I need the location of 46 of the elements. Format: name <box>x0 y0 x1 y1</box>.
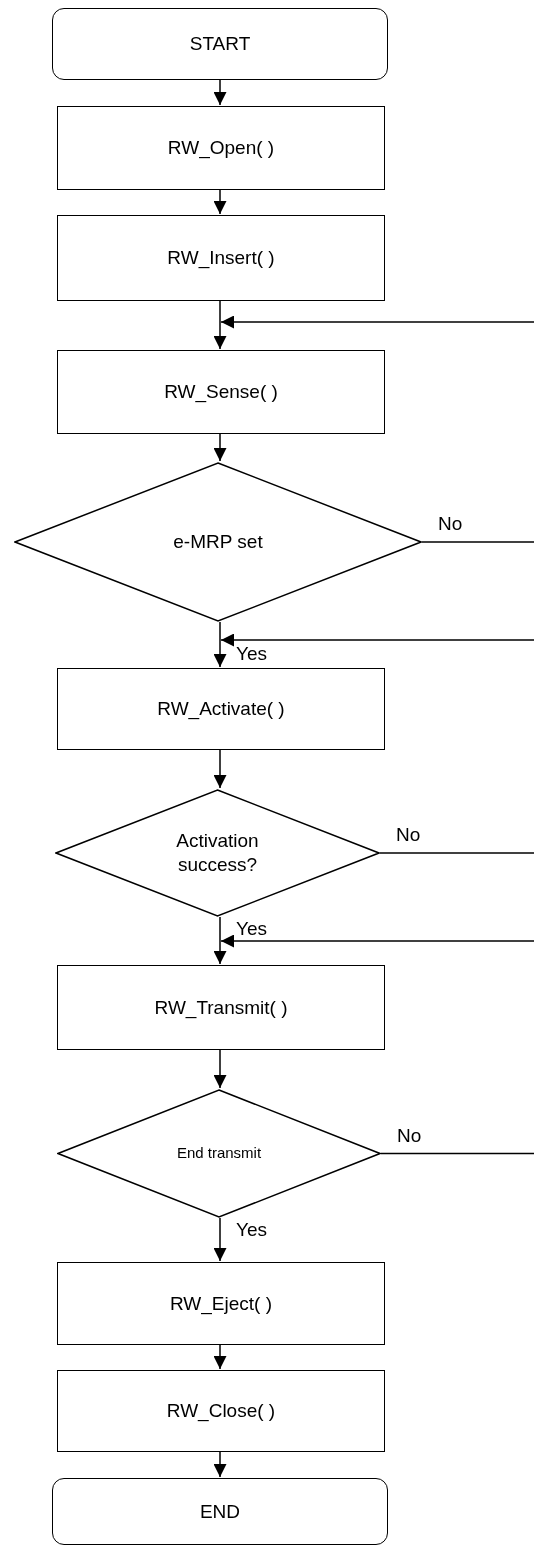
arrow <box>213 1049 227 1089</box>
arrow <box>213 79 227 106</box>
process-box <box>57 1262 385 1345</box>
arrow <box>213 189 227 215</box>
node-label: RW_Insert( ) <box>167 246 275 270</box>
process-box <box>57 668 385 750</box>
node-label: RW_Transmit( ) <box>154 995 288 1020</box>
process-box <box>57 350 385 434</box>
decision-diamond <box>57 1089 381 1218</box>
node-label: START <box>189 32 251 56</box>
edge-label: No <box>436 514 465 533</box>
arrow <box>213 621 227 668</box>
arrow <box>213 300 227 350</box>
arrow <box>213 1451 227 1478</box>
arrow <box>213 916 227 965</box>
terminal-box <box>52 1478 388 1545</box>
node-label: RW_Close( ) <box>166 1399 276 1423</box>
arrow <box>213 1217 227 1262</box>
edge-label: No <box>394 825 423 844</box>
arrow <box>220 633 534 647</box>
decision-diamond <box>55 789 380 917</box>
edge-label: Yes <box>234 644 269 663</box>
arrow <box>213 749 227 789</box>
process-box <box>57 965 385 1050</box>
node-label: RW_Activate( ) <box>157 697 285 721</box>
connector-line <box>379 852 534 854</box>
decision-diamond <box>14 462 422 622</box>
process-box <box>57 106 385 190</box>
arrow <box>220 315 534 329</box>
arrow <box>213 1344 227 1370</box>
edge-label: Yes <box>234 1220 269 1239</box>
arrow <box>213 433 227 462</box>
node-label: RW_Open( ) <box>167 136 275 160</box>
node-label: RW_Eject( ) <box>169 1291 273 1316</box>
connector-line <box>421 541 534 543</box>
edge-label: Yes <box>234 919 269 938</box>
process-box <box>57 215 385 301</box>
node-label: RW_Sense( ) <box>164 380 278 404</box>
process-box <box>57 1370 385 1452</box>
node-label: e-MRP set <box>173 530 263 554</box>
node-label: END <box>199 1499 241 1524</box>
arrow <box>220 934 534 948</box>
connector-line <box>380 1152 534 1155</box>
terminal-box <box>52 8 388 80</box>
node-label: Activation success? <box>175 829 260 877</box>
node-label: End transmit <box>176 1144 262 1163</box>
